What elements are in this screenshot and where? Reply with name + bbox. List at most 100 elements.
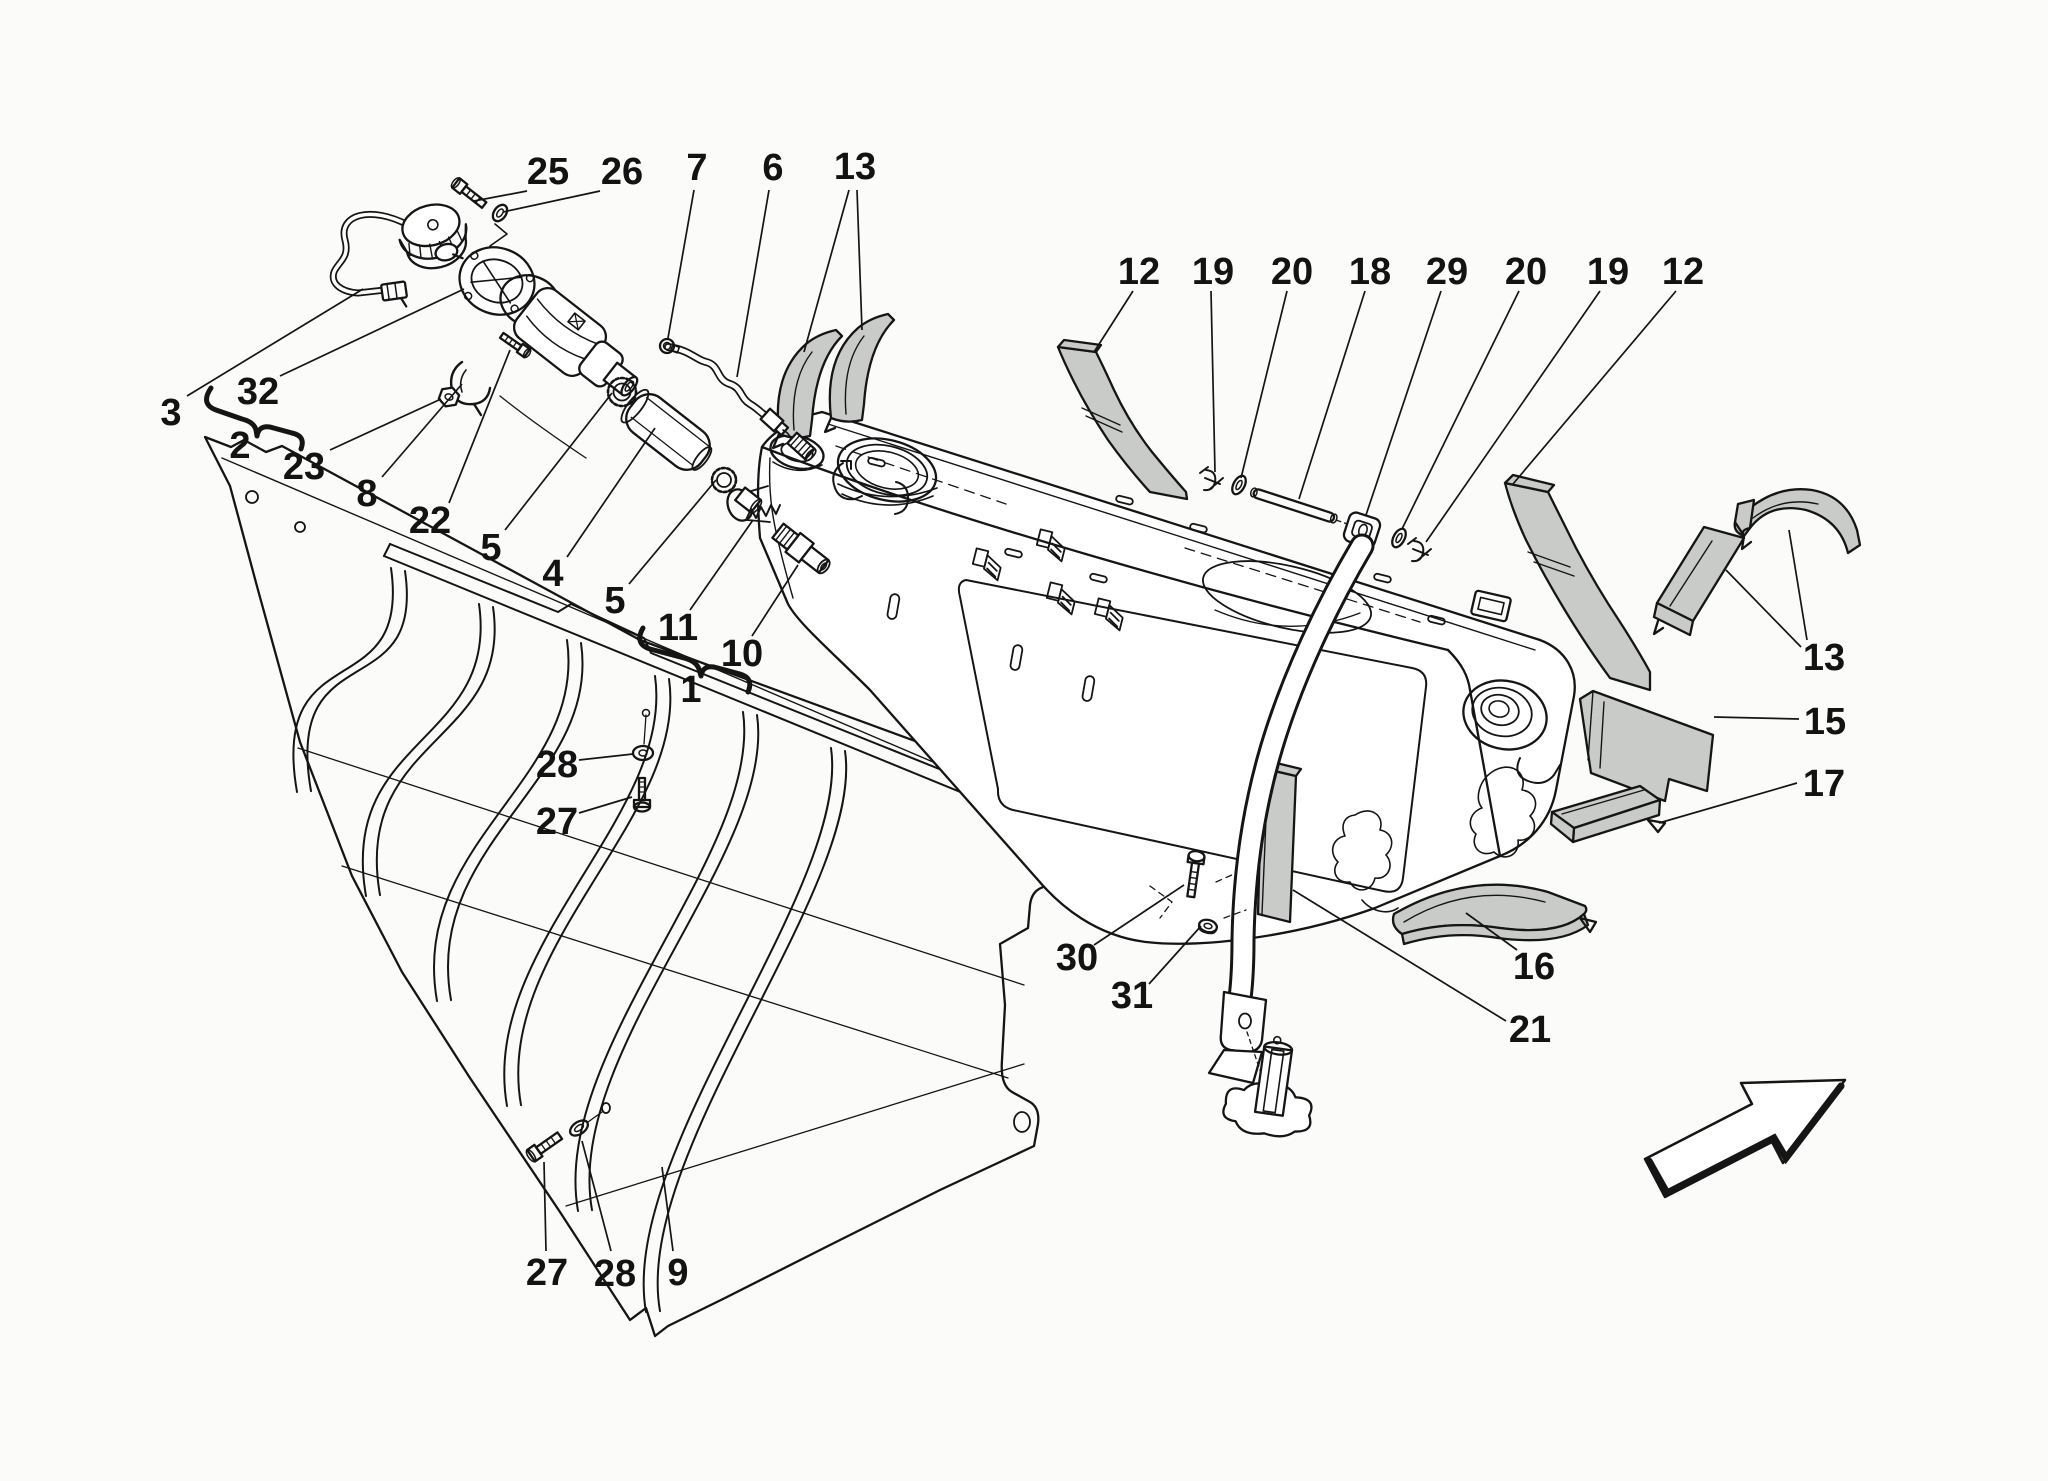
fuel-pump-assembly: [329, 177, 831, 575]
callout-label: 20: [1505, 251, 1547, 293]
callout: 13: [1725, 529, 1845, 679]
pad-12-right: [1503, 481, 1652, 692]
callout: 32: [237, 288, 465, 413]
shield-fasteners: [525, 714, 655, 1163]
heat-shield-panel: [203, 435, 1174, 1338]
washer-20-b: [1391, 527, 1407, 549]
callout-label: 12: [1118, 251, 1160, 293]
callout-label: 25: [527, 151, 569, 193]
leader-line: [1093, 290, 1134, 353]
callout: 8: [356, 383, 463, 515]
leader-line: [856, 189, 863, 331]
callout-label: 32: [237, 371, 279, 413]
callout: 9: [661, 1166, 689, 1294]
leader-line: [689, 519, 754, 611]
leader-line: [381, 383, 463, 478]
tank-strap: [1149, 533, 1375, 1138]
callout-label: 27: [526, 1252, 568, 1294]
leader-line: [1465, 912, 1518, 951]
tank-left-edge-echo: [768, 457, 794, 599]
sender-wire: [499, 395, 587, 459]
ring-clamp-5b: [710, 466, 738, 494]
leader-line: [1240, 290, 1288, 479]
bracket-for-label-1: [637, 625, 753, 695]
pad-17-side: [1549, 810, 1576, 844]
bolt-30: [1186, 849, 1206, 899]
callout-label: 22: [409, 500, 451, 542]
shield-rib: [656, 750, 848, 1313]
callout-label: 3: [160, 392, 181, 434]
callout: 19: [1425, 251, 1629, 543]
callout: 13: [803, 146, 876, 353]
callout: 18: [1298, 251, 1391, 500]
leader-line: [1093, 884, 1185, 946]
callout: 20: [1401, 251, 1547, 530]
tank-front-slots: [886, 593, 1096, 702]
callout-label: 21: [1509, 1009, 1551, 1051]
construction-lines: [835, 445, 1421, 623]
callout: 7: [667, 147, 708, 339]
fuel-filter-4: [620, 388, 713, 471]
callout-label: 6: [762, 147, 783, 189]
ring-clamp-5a: [606, 376, 638, 408]
cable-connector: [380, 280, 408, 308]
retainer-hooks: [832, 460, 910, 515]
leader-line: [1725, 569, 1802, 648]
tank-relief-squiggles: [1331, 766, 1537, 913]
group-brackets: [204, 385, 753, 695]
tank-front-top-edge: [760, 445, 1450, 652]
callout: 25: [473, 151, 569, 202]
callout: 22: [409, 349, 511, 542]
bracket-for-label-2: [204, 385, 305, 452]
tank-front-recess: [957, 579, 1428, 893]
shield-rib: [503, 675, 658, 1107]
leader-line: [1658, 782, 1798, 824]
callout-label: 23: [283, 446, 325, 488]
direction-arrow-icon: [1643, 1078, 1847, 1199]
callout: 11: [658, 519, 754, 649]
callout: 19: [1192, 251, 1234, 473]
callout-label: 26: [601, 151, 643, 193]
leader-line: [186, 288, 364, 397]
leader-line: [1292, 889, 1507, 1022]
pad-13-left-b: [828, 312, 896, 423]
anti-squeak-pads: [771, 312, 1862, 946]
fitting-10: [771, 522, 831, 575]
assembly-dashes: [1149, 873, 1247, 919]
washer-28-bottom: [568, 1111, 603, 1137]
callout-label: 31: [1111, 975, 1153, 1017]
pad-12-left-top: [1056, 338, 1103, 354]
callout: 5: [480, 392, 613, 569]
pad-13-right-arch: [1733, 488, 1862, 555]
callout-label: 13: [834, 146, 876, 188]
callout: 3: [160, 288, 364, 434]
shield-rib: [306, 570, 408, 793]
shield-rib: [375, 606, 496, 897]
sender-cap: [398, 203, 468, 270]
callout: 16: [1465, 912, 1555, 988]
callout-label: 18: [1349, 251, 1391, 293]
pad-16-side: [1400, 912, 1590, 946]
shield-rib: [292, 567, 394, 793]
callout-label: 20: [1271, 251, 1313, 293]
tank-end-cap: [1462, 589, 1561, 784]
leader-line: [1298, 290, 1366, 500]
strap-foot: [1219, 990, 1268, 1054]
callout-label: 19: [1587, 251, 1629, 293]
callout-label: 9: [667, 1252, 688, 1294]
clip-19-a: [1199, 466, 1224, 492]
strap-clips: [971, 528, 1124, 632]
bolt-25: [450, 177, 488, 209]
callout-label: 29: [1426, 251, 1468, 293]
leader-line: [1788, 529, 1808, 641]
shield-rib: [642, 747, 834, 1313]
callout-label: 11: [658, 607, 698, 649]
flange-ring-32: [458, 246, 536, 316]
callout: 30: [1056, 884, 1185, 979]
tank-right-face-edge: [1446, 648, 1502, 858]
leader-line: [1401, 290, 1520, 530]
outlet-stub: [734, 486, 763, 514]
leader-line: [1713, 716, 1800, 720]
leader-line: [751, 564, 799, 637]
callout-label: 28: [594, 1253, 636, 1295]
